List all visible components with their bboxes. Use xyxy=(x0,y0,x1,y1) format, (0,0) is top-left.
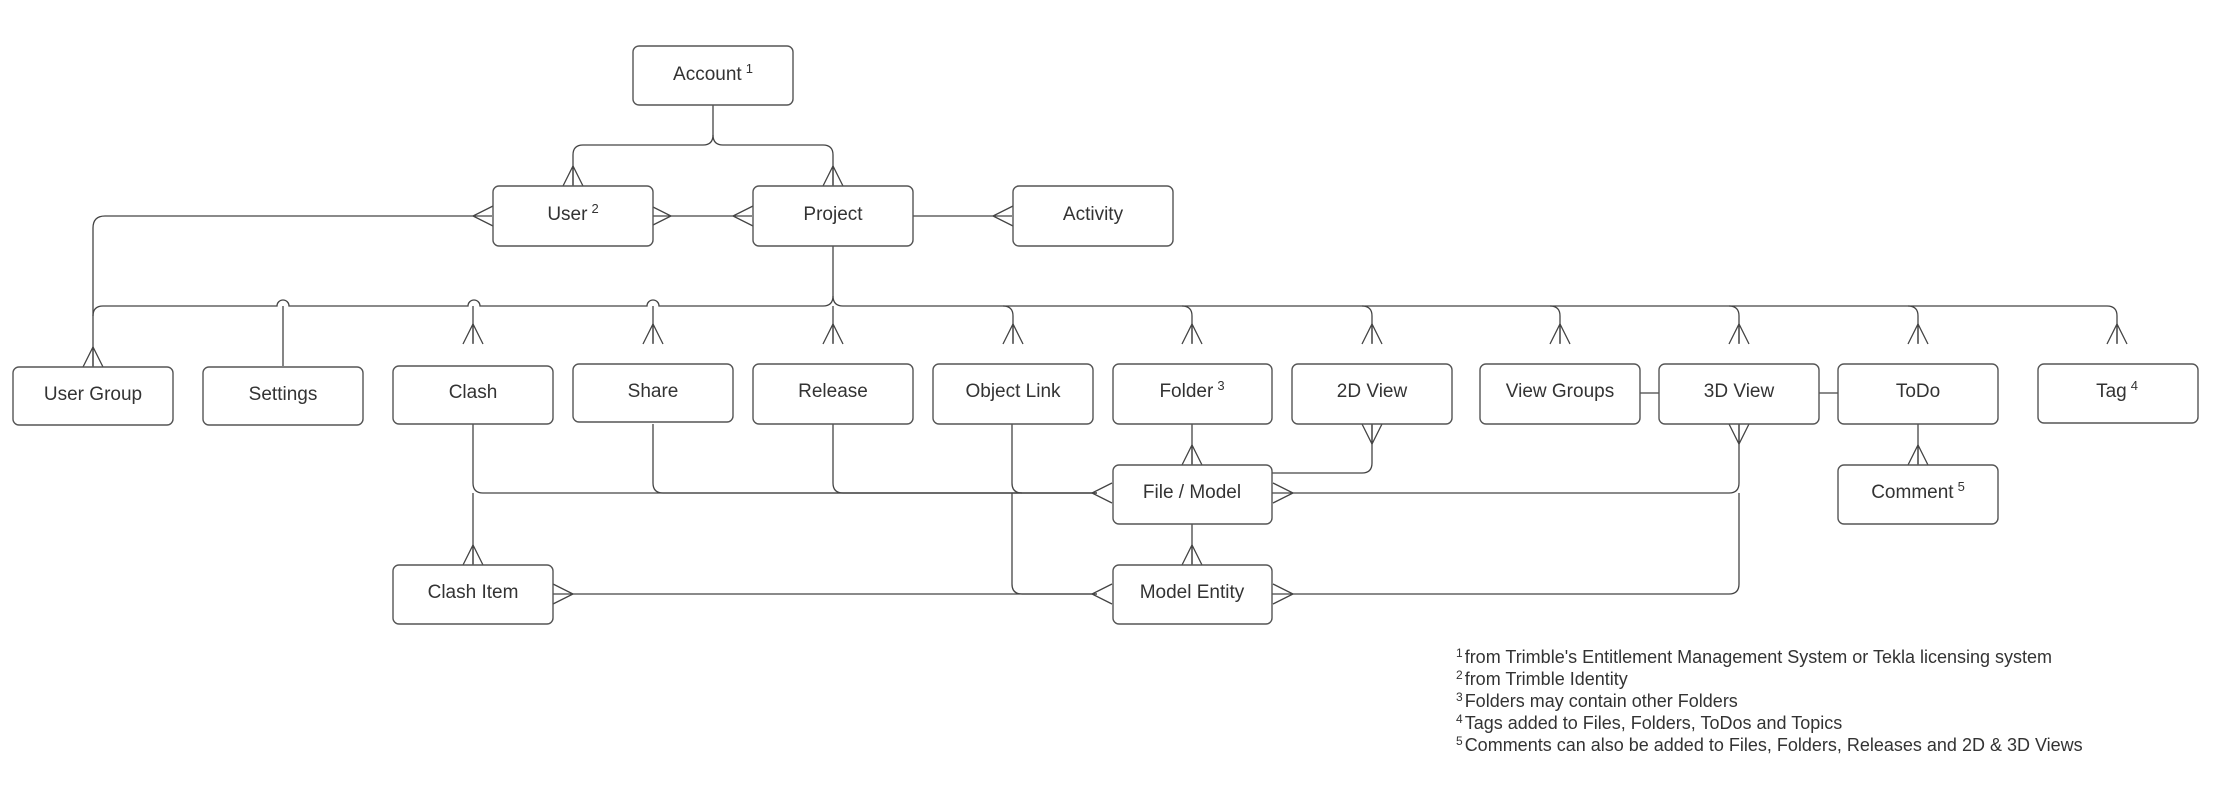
entity-label: Clash xyxy=(449,382,498,403)
entity-label: User xyxy=(547,204,588,225)
entity-label: ToDo xyxy=(1896,381,1940,402)
footnote-text: from Trimble Identity xyxy=(1464,669,1628,689)
entity-2d-view: 2D View xyxy=(1291,363,1453,425)
footnote-marker: 5 xyxy=(1456,734,1463,748)
footnote-text: Comments can also be added to Files, Fol… xyxy=(1464,735,2083,755)
entity-comment: Comment 5 xyxy=(1837,464,1999,525)
entity-label: Tag xyxy=(2096,381,2127,402)
entity-label: Account xyxy=(673,64,742,85)
footnote-text: from Trimble's Entitlement Management Sy… xyxy=(1464,647,2053,667)
footnote-marker: 5 xyxy=(1958,479,1965,494)
entity-label: Folder xyxy=(1159,381,1214,402)
footnote-text: Tags added to Files, Folders, ToDos and … xyxy=(1464,713,1843,733)
entity-label: 2D View xyxy=(1337,381,1408,402)
entity-file-model: File / Model xyxy=(1112,464,1273,525)
footnote-marker: 1 xyxy=(1456,646,1463,660)
footnote-marker: 4 xyxy=(1456,712,1463,726)
entity-tag: Tag 4 xyxy=(2037,363,2199,424)
entity-model-entity: Model Entity xyxy=(1112,564,1273,625)
footnote-marker: 2 xyxy=(1456,668,1463,682)
entity-label: File / Model xyxy=(1143,482,1241,503)
entity-activity: Activity xyxy=(1012,185,1174,247)
entity-label: Settings xyxy=(249,384,318,405)
entity-label: Object Link xyxy=(965,381,1061,402)
entity-clash-item: Clash Item xyxy=(392,564,554,625)
entity-label: Clash Item xyxy=(428,582,519,603)
entity-object-link: Object Link xyxy=(932,363,1094,425)
entity-share: Share xyxy=(572,363,734,423)
entity-account: Account 1 xyxy=(632,45,794,106)
entity-user-group: User Group xyxy=(12,366,174,426)
entity-clash: Clash xyxy=(392,365,554,425)
footnote-marker: 3 xyxy=(1456,690,1463,704)
footnote-marker: 2 xyxy=(591,201,598,216)
footnote-marker: 3 xyxy=(1217,378,1224,393)
entity-settings: Settings xyxy=(202,366,364,426)
footnote-marker: 4 xyxy=(2131,378,2138,393)
entity-view-groups: View Groups xyxy=(1479,363,1641,425)
entity-label: Comment xyxy=(1871,482,1954,503)
relationship-lines xyxy=(92,105,2118,595)
entity-todo: ToDo xyxy=(1837,363,1999,425)
entity-label: Project xyxy=(803,204,863,225)
entity-project: Project xyxy=(752,185,914,247)
entity-label: User Group xyxy=(44,384,142,405)
footnote-text: Folders may contain other Folders xyxy=(1464,691,1738,711)
entity-label: 3D View xyxy=(1704,381,1775,402)
footnote-marker: 1 xyxy=(746,61,753,76)
entity-label: Model Entity xyxy=(1140,582,1245,603)
entity-label: Share xyxy=(628,381,679,402)
entity-release: Release xyxy=(752,363,914,425)
entity-label: Release xyxy=(798,381,868,402)
entity-label: Activity xyxy=(1063,204,1124,225)
crow-foot-markers xyxy=(82,164,2128,605)
entity-3d-view: 3D View xyxy=(1658,363,1820,425)
entity-label: View Groups xyxy=(1506,381,1614,402)
